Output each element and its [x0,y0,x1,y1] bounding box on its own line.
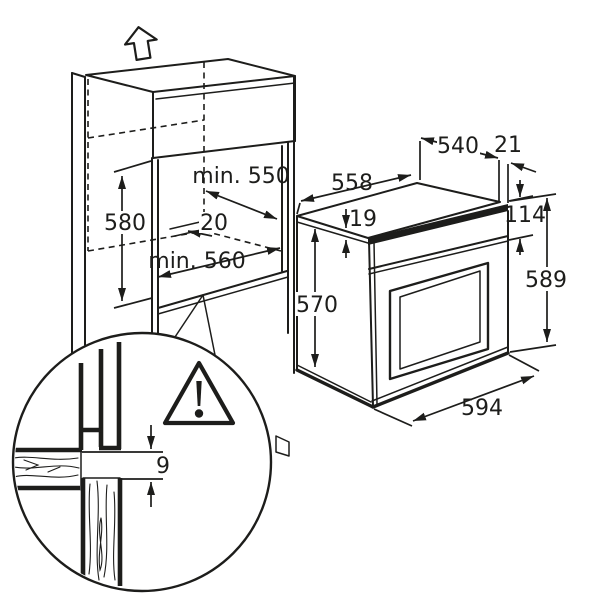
dimension-ventilation-gap: 9 [82,425,170,507]
cabinet-top-compartment [85,58,296,159]
cabinet-drawing [71,26,296,374]
dimension-total-height: 589 [509,193,569,353]
oven-drawing [275,182,510,457]
dimension-top-recess: 19 [342,207,377,258]
section-profiles [78,342,122,451]
wood-shelf-section [15,447,82,491]
dim-label-ventilation-gap: 9 [156,454,170,479]
dimension-oven-width: 558 [296,171,412,215]
wood-post-section [80,477,123,586]
dim-label-niche-width: min. 560 [148,249,245,274]
oven-top-trim [368,204,508,245]
dim-label-rear-edge: 21 [494,133,522,158]
dim-label-front-width: 594 [461,396,503,421]
dim-label-side-height: 570 [296,293,338,318]
oven-door-window [388,261,490,381]
cabinet-niche [151,75,295,374]
dimension-annotations: 580 min. 550 20 min. 560 558 [82,133,569,507]
dimension-rear-edge: 21 [494,133,537,203]
dimension-niche-height: 580 [101,160,153,309]
up-arrow-icon [123,26,158,61]
dim-label-total-height: 589 [525,268,567,293]
dimension-oven-depth: 540 [419,134,499,180]
wood-grain-shelf [15,456,80,478]
dimension-panel-height: 114 [504,180,546,255]
oven-door-window-inner [399,270,481,370]
detail-circle [11,331,273,593]
dimension-niche-depth: min. 550 [192,164,290,220]
oven-top-face [296,182,501,239]
oven-front [368,204,510,409]
warning-triangle-icon [162,360,236,426]
dim-label-niche-height: 580 [104,211,146,236]
dimension-rear-gap: 20 [187,211,230,238]
oven-rear-foot [275,435,290,457]
dimension-side-height: 570 [296,229,338,367]
dim-label-top-recess: 19 [349,207,377,232]
dim-label-panel-height: 114 [504,203,546,228]
dim-label-oven-depth: 540 [437,134,479,159]
dim-label-oven-width: 558 [331,171,373,196]
dimension-niche-width: min. 560 [148,247,281,278]
dim-label-rear-gap: 20 [200,211,228,236]
dim-label-niche-depth: min. 550 [192,164,289,189]
cabinet-left-panel [71,72,86,354]
dimension-front-width: 594 [373,354,540,427]
wood-grain-post [88,480,116,581]
detail-callout-lines [174,294,216,356]
